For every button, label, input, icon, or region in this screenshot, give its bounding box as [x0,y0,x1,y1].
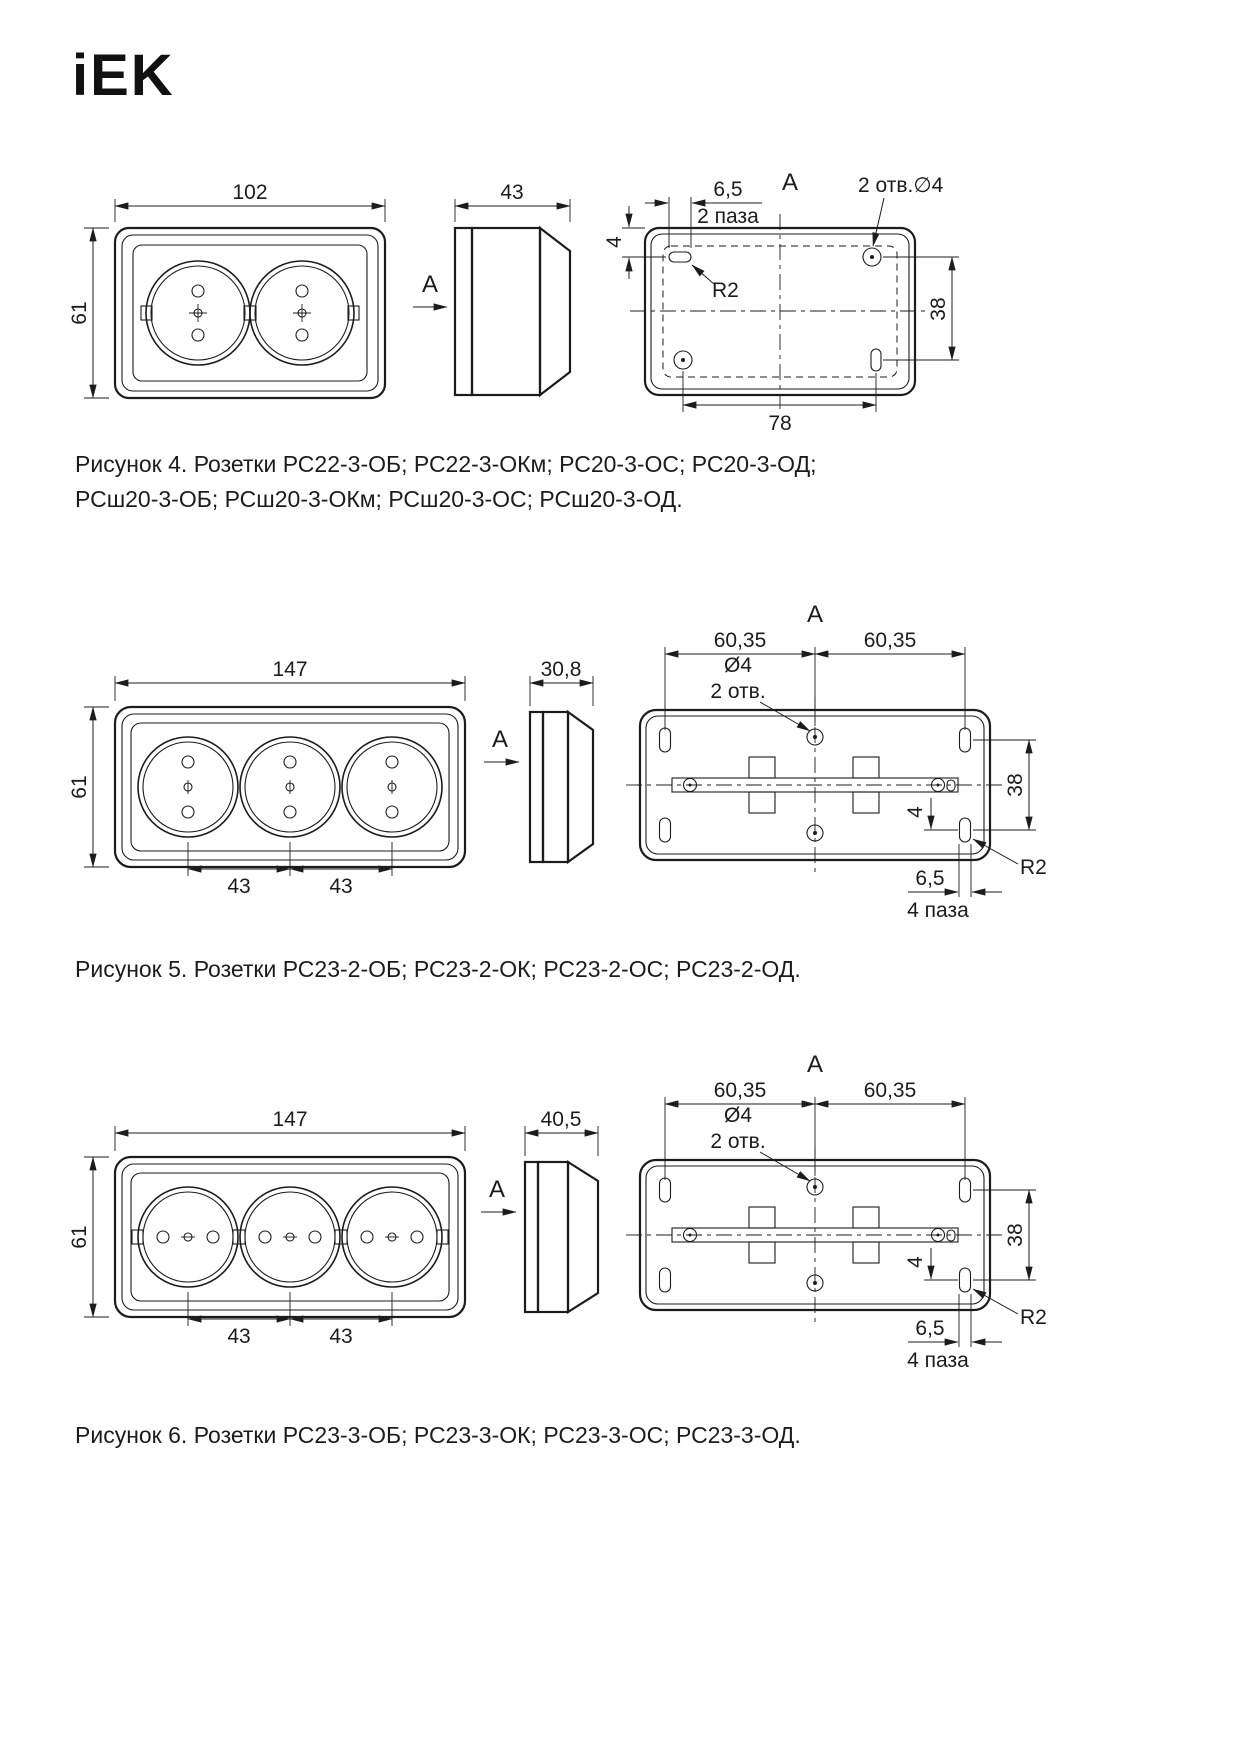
fig4-radius-label: R2 [712,279,739,302]
fig6-front-height-label: 61 [68,1225,91,1248]
fig6-side-width-dim: 40,5 [524,1108,599,1156]
fig4-front-height-dim: 61 [68,227,109,399]
fig5-holes-note-label: 2 отв. [710,680,765,703]
fig4-radius-note: R2 [691,264,739,302]
fig4-side-width-dim: 43 [454,181,571,222]
fig5-pitch-left-label: 43 [227,875,250,898]
fig4-slot-width-dim: 6,5 2 паза [645,178,762,248]
fig6-radius-note: R2 [972,1288,1047,1329]
fig5-radius-label: R2 [1020,856,1047,879]
fig6-section-arrow-label: А [489,1176,505,1203]
fig4-side-width-label: 43 [500,181,523,204]
fig6-hole-spacing-v-label: 38 [1004,1223,1027,1246]
fig6-radius-label: R2 [1020,1306,1047,1329]
fig4-back-view [630,214,930,409]
fig5-pitch-right-label: 43 [329,875,352,898]
fig4-slot-width-label: 6,5 [713,178,742,201]
fig6-pitch-dims: 43 43 [187,1292,393,1348]
fig6-hole-dia-label: Ø4 [724,1104,752,1127]
fig5-slot-note-label: 4 паза [907,899,969,922]
fig4-front-view [113,226,387,400]
fig6-view-label: А [807,1051,823,1078]
fig4-holes-note: 2 отв.∅4 [858,174,944,247]
figure6-caption-line1: Рисунок 6. Розетки РС23-3-ОБ; РС23-3-ОК;… [75,1422,801,1448]
fig6-span-dims: 60,35 60,35 [664,1079,966,1180]
fig6-slot-note-label: 4 паза [907,1349,969,1372]
fig6-side-view [523,1160,600,1314]
fig6-span-left-label: 60,35 [714,1079,767,1102]
fig4-front-width-dim: 102 [114,181,386,222]
fig6-slot-offset-dim: 4 [904,1248,958,1281]
fig5-holes-note: Ø4 2 отв. [710,654,811,732]
figure4-drawing: 102 61 43 А [68,169,959,435]
figure4-caption-line2: РСш20-3-ОБ; РСш20-3-ОКм; РСш20-3-ОС; РСш… [75,486,683,512]
iek-logo: iEK [72,43,175,108]
fig5-slot-width-dim: 6,5 4 паза [907,844,1002,922]
fig4-view-label: А [782,169,798,196]
fig5-front-view [113,705,467,869]
fig5-front-width-label: 147 [272,658,307,681]
fig5-section-arrow-label: А [492,726,508,753]
figure6-caption: Рисунок 6. Розетки РС23-3-ОБ; РС23-3-ОК;… [75,1418,801,1453]
fig4-front-width-label: 102 [232,181,267,204]
fig5-view-label: А [807,601,823,628]
fig6-front-view [113,1155,467,1319]
fig5-radius-note: R2 [972,838,1047,879]
fig6-section-arrow: А [481,1176,517,1216]
fig4-side-view [453,225,572,398]
fig6-slot-width-label: 6,5 [915,1317,944,1340]
fig4-section-arrow-label: А [422,271,438,298]
fig4-slot-offset-label: 4 [603,236,626,248]
fig5-span-dims: 60,35 60,35 [664,629,966,730]
fig5-front-height-label: 61 [68,775,91,798]
fig5-hole-spacing-v-dim: 38 [973,739,1036,831]
fig6-hole-spacing-v-dim: 38 [973,1189,1036,1281]
fig5-slot-offset-label: 4 [904,806,927,818]
fig5-span-right-label: 60,35 [864,629,917,652]
fig4-slot-note-label: 2 паза [697,205,759,228]
fig4-front-height-label: 61 [68,301,91,324]
fig4-holes-note-label: 2 отв.∅4 [858,174,944,197]
fig4-hole-spacing-v-dim: 38 [883,256,959,361]
fig6-slot-width-dim: 6,5 4 паза [907,1294,1002,1372]
fig5-slot-width-label: 6,5 [915,867,944,890]
fig6-slot-offset-label: 4 [904,1256,927,1268]
fig5-hole-dia-label: Ø4 [724,654,752,677]
fig4-hole-spacing-h-label: 78 [768,412,791,435]
fig5-front-height-dim: 61 [68,706,109,868]
fig6-front-height-dim: 61 [68,1156,109,1318]
figure5-drawing: 147 61 43 43 30,8 [68,601,1047,922]
figure4-caption: Рисунок 4. Розетки РС22-3-ОБ; РС22-3-ОКм… [75,447,817,517]
fig6-front-width-dim: 147 [114,1108,466,1151]
fig5-pitch-dims: 43 43 [187,842,393,898]
fig6-span-right-label: 60,35 [864,1079,917,1102]
fig5-slot-offset-dim: 4 [904,798,958,831]
fig6-pitch-left-label: 43 [227,1325,250,1348]
fig6-holes-note: Ø4 2 отв. [710,1104,811,1182]
figure4-caption-line1: Рисунок 4. Розетки РС22-3-ОБ; РС22-3-ОКм… [75,451,817,477]
fig5-section-arrow: А [484,726,520,766]
fig4-section-arrow: А [413,271,448,311]
fig5-side-width-dim: 30,8 [529,658,594,706]
fig5-hole-spacing-v-label: 38 [1004,773,1027,796]
fig5-side-width-label: 30,8 [541,658,582,681]
fig5-side-view [528,709,595,865]
fig6-holes-note-label: 2 отв. [710,1130,765,1153]
figure6-drawing: 147 61 43 43 40,5 [68,1051,1047,1372]
fig6-pitch-right-label: 43 [329,1325,352,1348]
fig6-front-width-label: 147 [272,1108,307,1131]
fig5-span-left-label: 60,35 [714,629,767,652]
fig4-hole-spacing-h-dim: 78 [682,371,877,435]
fig6-side-width-label: 40,5 [541,1108,582,1131]
figure5-caption: Рисунок 5. Розетки РС23-2-ОБ; РС23-2-ОК;… [75,952,801,987]
fig4-slot-offset-dim: 4 [603,206,666,279]
figure5-caption-line1: Рисунок 5. Розетки РС23-2-ОБ; РС23-2-ОК;… [75,956,801,982]
fig4-hole-spacing-v-label: 38 [927,297,950,320]
fig5-front-width-dim: 147 [114,658,466,701]
